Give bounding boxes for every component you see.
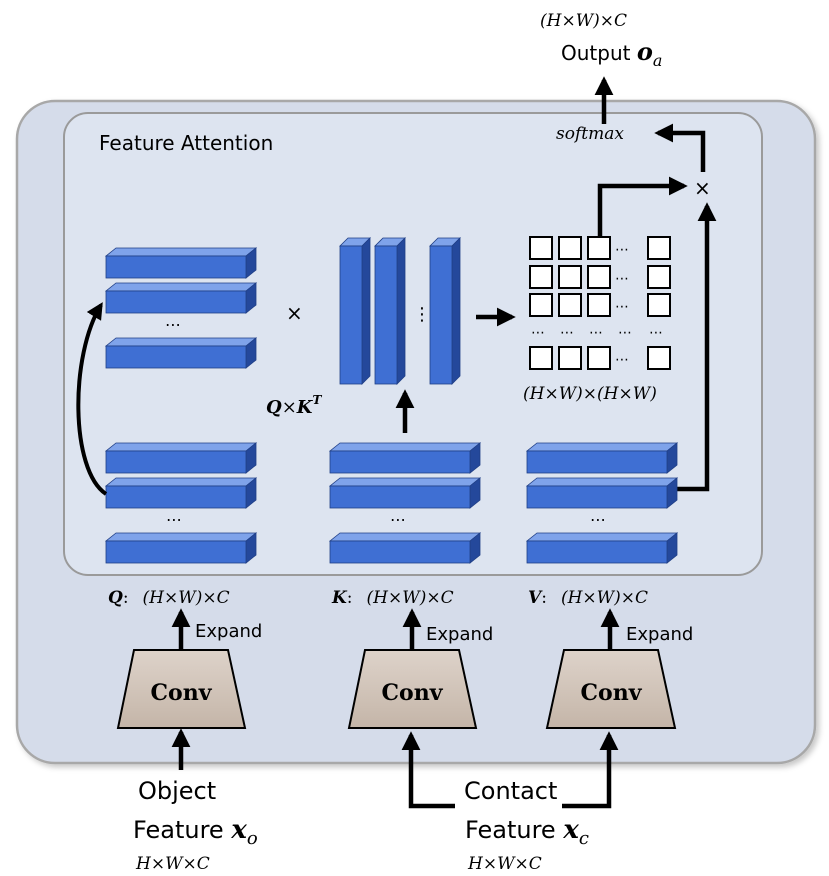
k-tensor-stack: ⋯: [328, 442, 482, 564]
tensor-row: [328, 532, 482, 564]
q-to-qk-curved-arrow: [76, 302, 108, 496]
qk-query-stack: ⋯: [104, 247, 258, 369]
ellipsis: ⋯: [560, 325, 574, 341]
multiply-symbol: ×: [694, 176, 711, 200]
q-tensor-stack: ⋯: [104, 442, 258, 564]
qk-label: Q×KT: [266, 393, 322, 418]
contact-input-line2: Feature xc: [465, 815, 589, 849]
ellipsis: ⋯: [166, 510, 182, 529]
v-expand-label: Expand: [626, 624, 693, 645]
object-input-line1: Object: [138, 777, 216, 805]
v-to-multiply-arrow: [674, 202, 717, 492]
tensor-row: [104, 247, 258, 279]
contact-input-shape: H×W×C: [467, 854, 542, 874]
q-conv-block: Conv: [116, 649, 247, 729]
ellipsis: ⋯: [615, 352, 629, 368]
vertical-ellipsis: ⋮: [413, 304, 431, 325]
ellipsis: ⋯: [165, 315, 181, 334]
k-branch-label: K:(H×W)×C: [331, 588, 454, 608]
ellipsis: ⋯: [615, 242, 629, 258]
tensor-row: [104, 337, 258, 369]
v-conv-block: Conv: [545, 649, 677, 729]
output-shape: (H×W)×C: [540, 11, 627, 31]
ellipsis: ⋯: [589, 325, 603, 341]
object-input-line2: Feature xo: [133, 815, 258, 849]
module-title: Feature Attention: [99, 131, 273, 155]
ellipsis: ⋯: [390, 510, 406, 529]
tensor-column: [374, 237, 406, 385]
k-conv-label: Conv: [382, 680, 444, 706]
attention-map-grid: ⋯ ⋯ ⋯ ⋯ ⋯ ⋯ ⋯ ⋯ ⋯: [529, 236, 671, 370]
q-expand-label: Expand: [195, 621, 262, 642]
ellipsis: ⋯: [590, 510, 606, 529]
tensor-row: [104, 532, 258, 564]
tensor-column: [429, 237, 461, 385]
multiply-to-softmax-arrow: [654, 123, 706, 172]
tensor-row: [104, 282, 258, 314]
ellipsis: ⋯: [649, 325, 663, 341]
ellipsis: ⋯: [615, 299, 629, 315]
tensor-row: [104, 477, 258, 509]
qk-times-symbol: ×: [286, 301, 303, 325]
tensor-row: [328, 477, 482, 509]
k-conv-block: Conv: [347, 649, 478, 729]
ellipsis: ⋯: [531, 325, 545, 341]
v-branch-label: V:(H×W)×C: [528, 588, 648, 608]
tensor-row: [525, 477, 679, 509]
q-conv-label: Conv: [151, 680, 213, 706]
tensor-column: [339, 237, 371, 385]
softmax-label: softmax: [556, 124, 624, 144]
v-conv-label: Conv: [581, 680, 643, 706]
v-tensor-stack: ⋯: [525, 442, 679, 564]
tensor-row: [525, 532, 679, 564]
contact-input-line1: Contact: [464, 777, 557, 805]
tensor-row: [525, 442, 679, 474]
attention-map-to-multiply-arrow: [597, 176, 688, 237]
qk-key-transposed-stack: ⋮: [339, 237, 461, 385]
contact-input-arrows: [401, 731, 455, 809]
object-input-shape: H×W×C: [135, 854, 210, 874]
k-expand-label: Expand: [426, 624, 493, 645]
ellipsis: ⋯: [615, 271, 629, 287]
ellipsis: ⋯: [618, 325, 632, 341]
q-branch-label: Q:(H×W)×C: [108, 588, 230, 608]
contact-input-arrow-v: [562, 731, 619, 809]
tensor-row: [328, 442, 482, 474]
tensor-row: [104, 442, 258, 474]
attention-map-shape: (H×W)×(H×W): [523, 384, 657, 404]
output-label: Output oa: [561, 37, 662, 70]
